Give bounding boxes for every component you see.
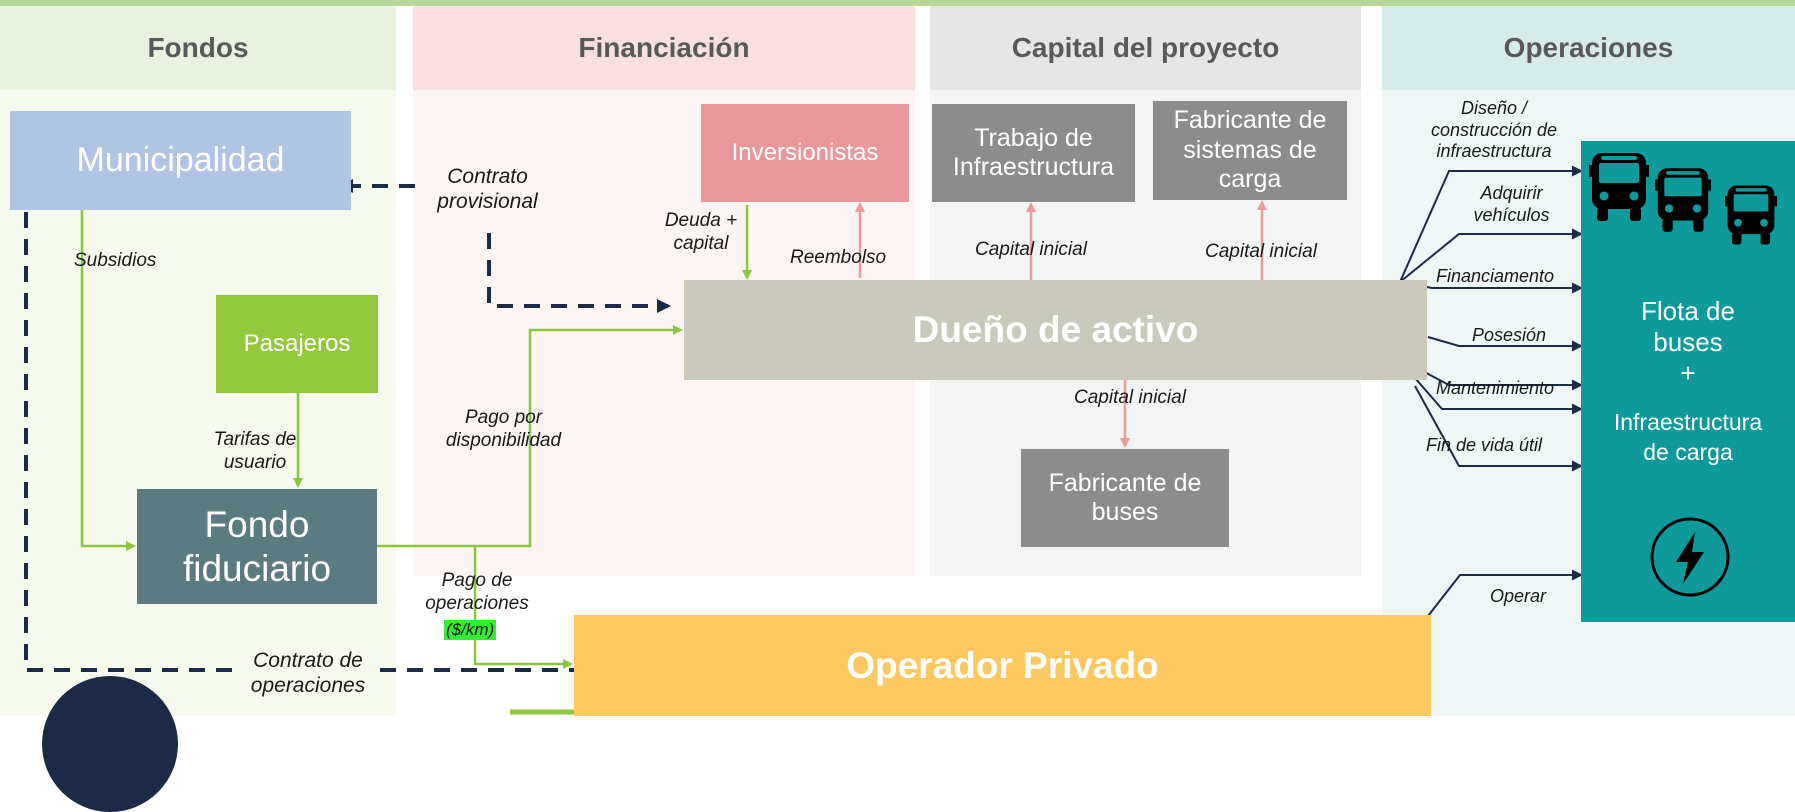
label-deuda-capital: Deuda + capital	[664, 210, 738, 254]
column-header-financiacion: Financiación	[413, 6, 915, 90]
label-pago-disponibilidad: Pago por disponibilidad	[445, 407, 562, 451]
column-header-operaciones: Operaciones	[1382, 6, 1795, 90]
lightning-icon	[1650, 517, 1730, 597]
flota-plus: +	[1680, 358, 1696, 389]
flota-text: Flota de buses +	[1581, 296, 1795, 390]
label-capital-inicial-1: Capital inicial	[975, 239, 1087, 260]
flota-line1: Flota de buses	[1641, 296, 1735, 358]
label-capital-inicial-3: Capital inicial	[1074, 387, 1186, 408]
bus-icon	[1589, 153, 1649, 221]
trabajo-infraestructura-box: Trabajo de Infraestructura	[932, 104, 1135, 202]
label-subsidios: Subsidios	[74, 250, 157, 271]
subsidios-arrow	[80, 210, 136, 551]
operations-fan	[1399, 165, 1583, 617]
top-strip	[0, 0, 1795, 6]
bus-icon	[1655, 168, 1711, 232]
contrato-provisional-to-dueno	[487, 233, 671, 313]
inversionistas-box: Inversionistas	[701, 104, 909, 202]
dueno-activo-box: Dueño de activo	[684, 280, 1427, 380]
flota-box: Flota de buses + Infraestructura de carg…	[1581, 141, 1795, 622]
label-adquirir: Adquirir vehículos	[1473, 183, 1550, 225]
contrato-operaciones-up	[19, 193, 232, 672]
column-header-fondos: Fondos	[0, 6, 396, 90]
dashed-flows	[19, 179, 671, 677]
pasajeros-box: Pasajeros	[216, 295, 378, 393]
pago-disponibilidad-arrow	[377, 325, 683, 548]
label-diseno: Diseño / construcción de infraestructura	[1430, 98, 1558, 162]
municipalidad-box: Municipalidad	[10, 111, 351, 210]
pago-operaciones-arrow	[473, 546, 573, 669]
label-operar: Operar	[1490, 586, 1547, 606]
bus-icon	[1725, 185, 1777, 245]
green-flows	[80, 205, 752, 715]
label-mantenimiento: Mantenimiento	[1436, 378, 1555, 398]
label-financiamento: Financiamento	[1436, 266, 1555, 286]
bus-icon-group	[1581, 151, 1795, 261]
navy-circle-decoration	[42, 676, 178, 812]
fabricante-buses-box: Fabricante de buses	[1021, 449, 1229, 547]
label-contrato-operaciones: Contrato de operaciones	[250, 649, 366, 698]
column-header-capital: Capital del proyecto	[930, 6, 1361, 90]
flota-line2: Infraestructura de carga	[1613, 409, 1763, 465]
fondo-fiduciario-box: Fondo fiduciario	[137, 489, 377, 604]
label-contrato-provisional: Contrato provisional	[437, 165, 538, 214]
label-posesion: Posesión	[1472, 325, 1547, 345]
label-reembolso: Reembolso	[790, 247, 887, 268]
label-capital-inicial-2: Capital inicial	[1205, 241, 1317, 262]
operador-privado-box: Operador Privado	[574, 615, 1431, 716]
label-pago-unidad: ($/km)	[444, 620, 497, 641]
label-fin-vida: Fin de vida útil	[1426, 435, 1543, 455]
operar-arrow	[1427, 569, 1583, 617]
label-pago-operaciones: Pago de operaciones	[425, 570, 529, 614]
label-tarifas: Tarifas de usuario	[213, 429, 297, 473]
fabricante-carga-box: Fabricante de sistemas de carga	[1153, 101, 1347, 200]
pink-flows	[855, 200, 1267, 448]
connector-layer	[19, 165, 1583, 715]
